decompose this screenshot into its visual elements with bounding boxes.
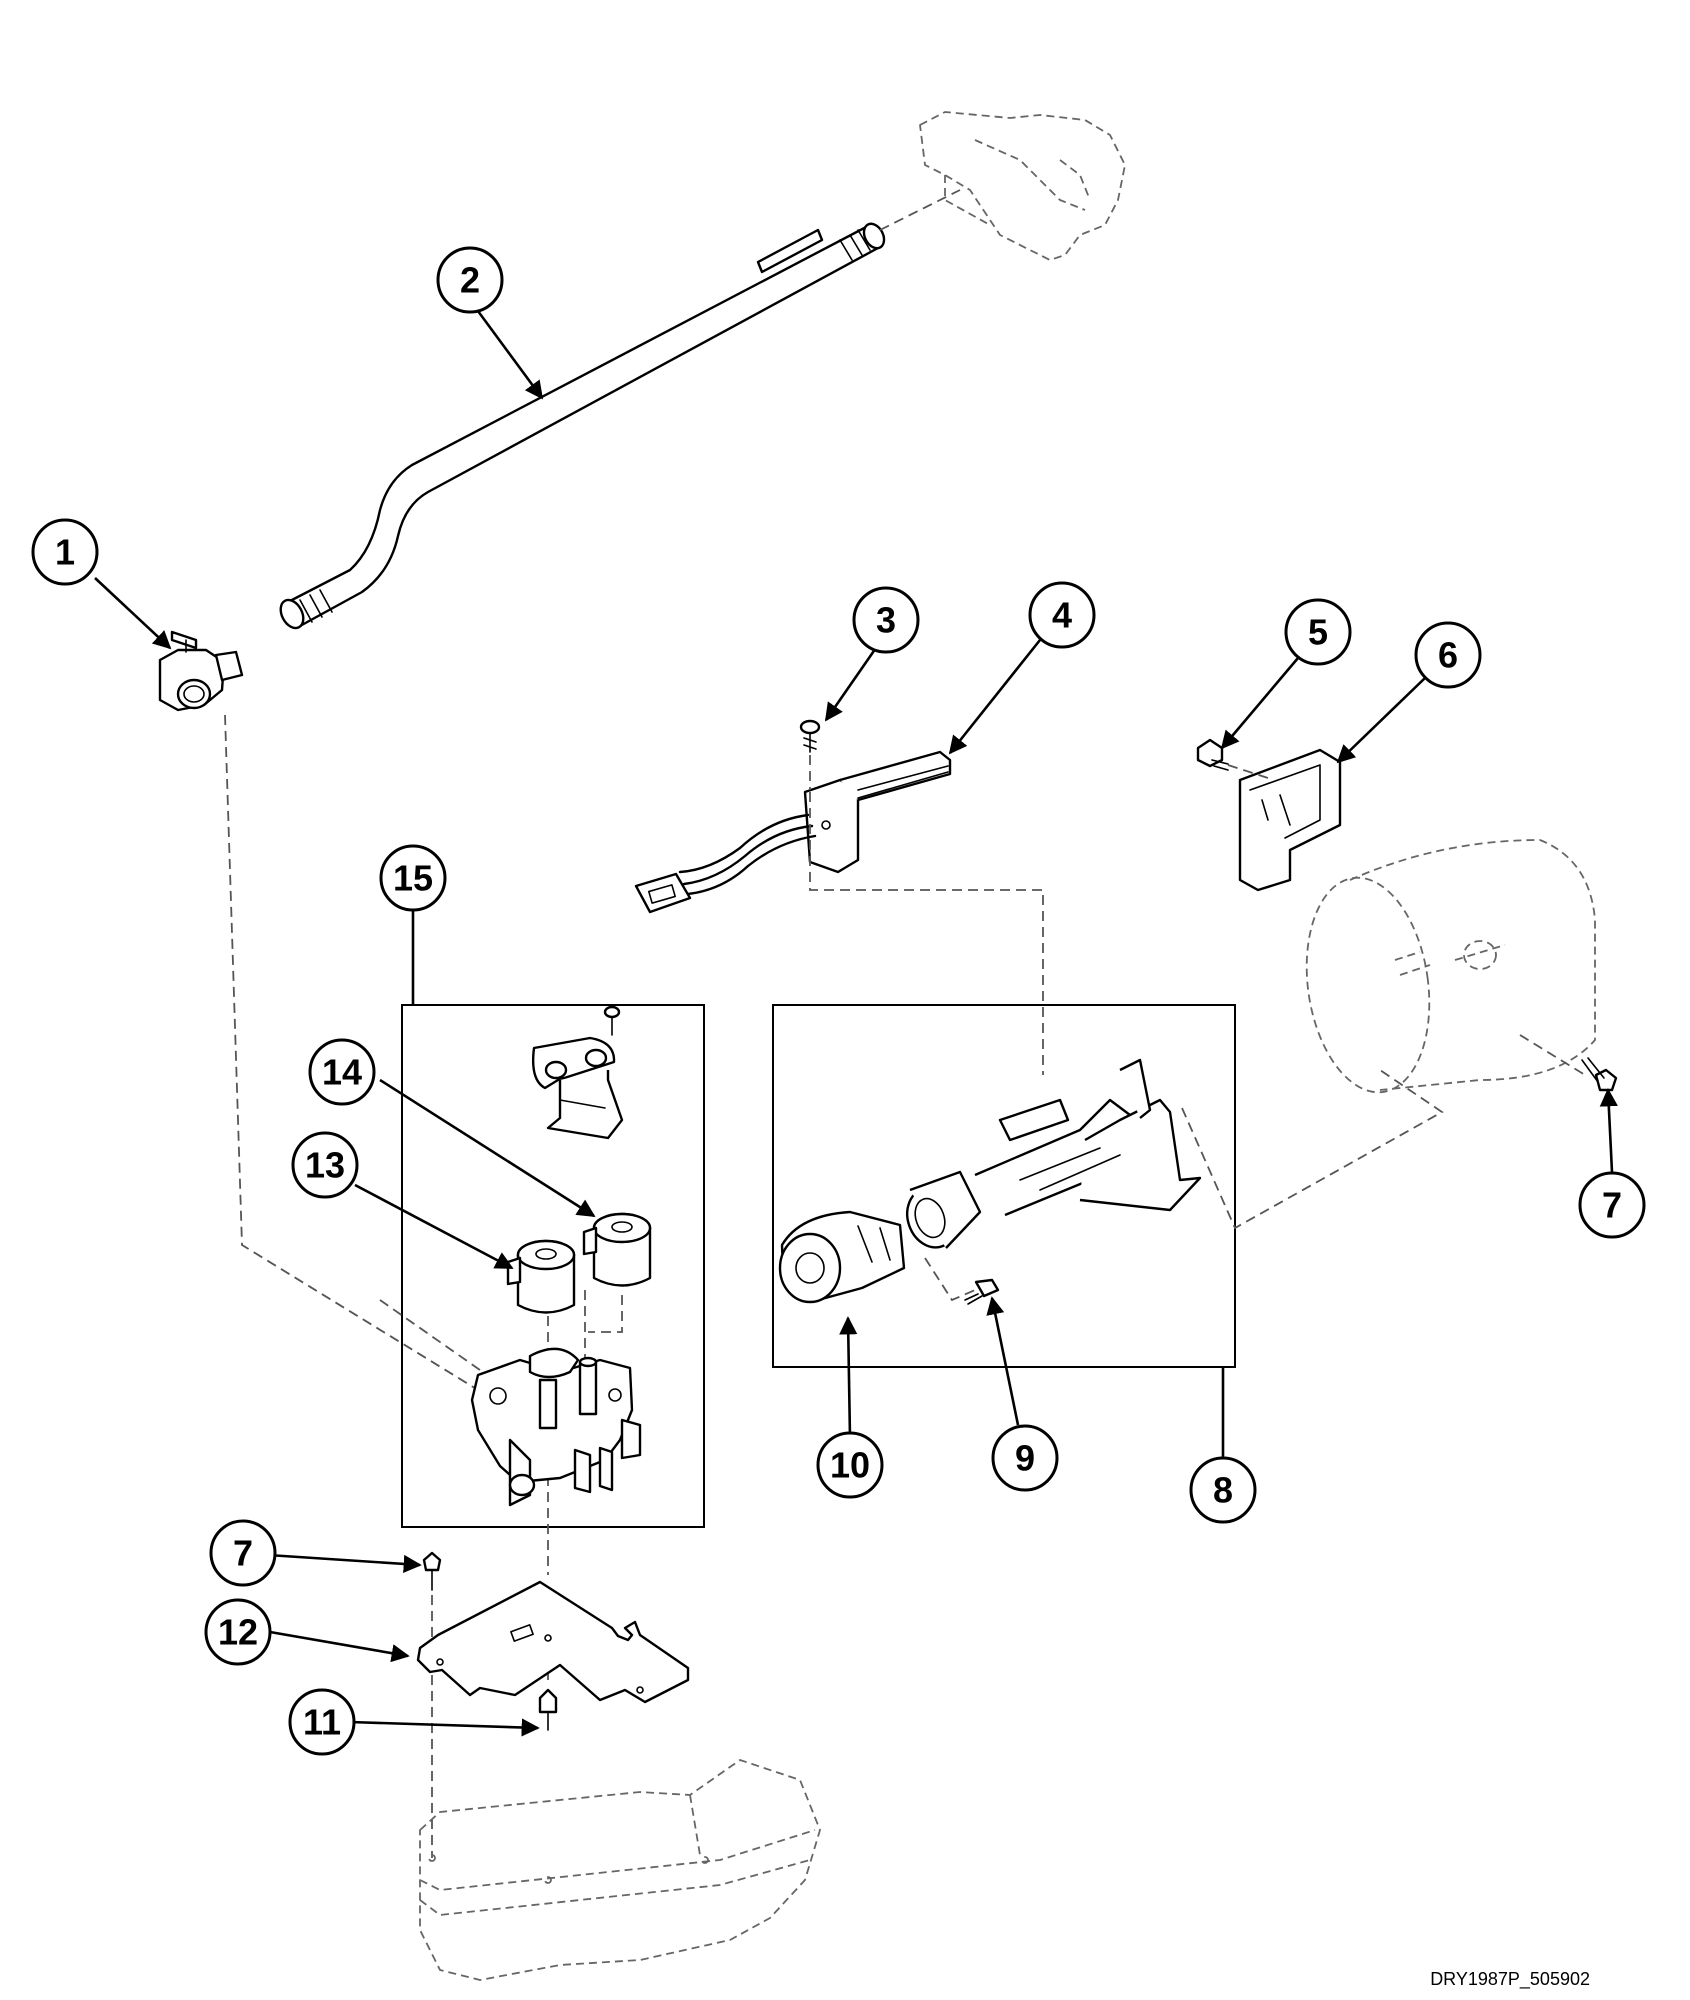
screw-3 — [799, 719, 821, 790]
leader-12 — [269, 1630, 410, 1663]
callout-10: 10 — [816, 1431, 884, 1499]
drawing-code: DRY1987P_505902 — [1430, 1969, 1590, 1990]
svg-text:12: 12 — [218, 1612, 258, 1653]
coil-14 — [582, 1212, 652, 1287]
ghost-bracket-top — [919, 111, 1126, 261]
leader-1 — [94, 577, 172, 650]
mounting-bracket — [1238, 748, 1342, 892]
leader-5 — [1220, 657, 1299, 750]
ghost-combustion-chamber — [1305, 839, 1596, 1094]
callout-14: 14 — [308, 1038, 376, 1106]
screw-11 — [538, 1688, 558, 1731]
leader-3 — [824, 644, 880, 722]
svg-text:1: 1 — [55, 532, 75, 573]
coil-13 — [506, 1239, 576, 1314]
leader-7-right — [1599, 1088, 1618, 1173]
assembly-box-15 — [401, 1004, 705, 1528]
leader-10 — [839, 1316, 858, 1439]
callout-13: 13 — [291, 1131, 359, 1199]
leader-11 — [349, 1718, 540, 1737]
svg-text:14: 14 — [322, 1052, 362, 1093]
svg-text:11: 11 — [303, 1702, 341, 1743]
svg-text:15: 15 — [393, 858, 433, 899]
svg-text:10: 10 — [830, 1445, 870, 1486]
leader-4 — [948, 639, 1042, 755]
ghost-base-plate — [419, 1759, 821, 1981]
svg-text:13: 13 — [305, 1145, 345, 1186]
callout-12: 12 — [204, 1598, 272, 1666]
orifice-hood — [778, 1210, 906, 1304]
svg-text:7: 7 — [233, 1533, 253, 1574]
leader-14 — [379, 1078, 596, 1218]
svg-text:9: 9 — [1015, 1438, 1035, 1479]
callout-5: 5 — [1284, 598, 1352, 666]
gas-valve — [470, 1347, 642, 1507]
leader-7-left — [267, 1553, 422, 1574]
svg-text:6: 6 — [1438, 635, 1458, 676]
callout-15: 15 — [379, 844, 447, 912]
callout-8: 8 — [1189, 1456, 1257, 1524]
leader-lines — [94, 306, 1618, 1737]
igniter — [634, 750, 952, 914]
callout-4: 4 — [1028, 581, 1096, 649]
svg-text:3: 3 — [876, 600, 896, 641]
leader-2 — [473, 306, 544, 400]
assembly-box-8 — [772, 1004, 1236, 1368]
gas-pipe — [279, 189, 961, 630]
leader-9 — [986, 1296, 1020, 1426]
screw-5 — [1196, 738, 1269, 779]
callout-7-right: 7 — [1578, 1171, 1646, 1239]
callout-6: 6 — [1414, 621, 1482, 689]
leader-6 — [1336, 677, 1426, 764]
callout-1: 1 — [31, 518, 99, 586]
svg-text:5: 5 — [1308, 612, 1328, 653]
callout-7-left: 7 — [209, 1519, 277, 1587]
shutoff-valve — [158, 630, 244, 712]
screw-7-left — [422, 1551, 442, 1591]
svg-text:4: 4 — [1052, 595, 1072, 636]
callout-3: 3 — [852, 586, 920, 654]
svg-text:8: 8 — [1213, 1470, 1233, 1511]
screw-9 — [964, 1278, 1000, 1305]
callout-9: 9 — [991, 1424, 1059, 1492]
svg-text:7: 7 — [1602, 1185, 1622, 1226]
leader-13 — [354, 1183, 514, 1270]
screw-7-right — [1581, 1057, 1618, 1092]
callout-2: 2 — [436, 246, 504, 314]
burner — [906, 1058, 1202, 1249]
svg-text:2: 2 — [460, 260, 480, 301]
valve-bracket — [531, 1005, 624, 1140]
callout-11: 11 — [288, 1688, 356, 1756]
mounting-plate — [416, 1580, 690, 1704]
